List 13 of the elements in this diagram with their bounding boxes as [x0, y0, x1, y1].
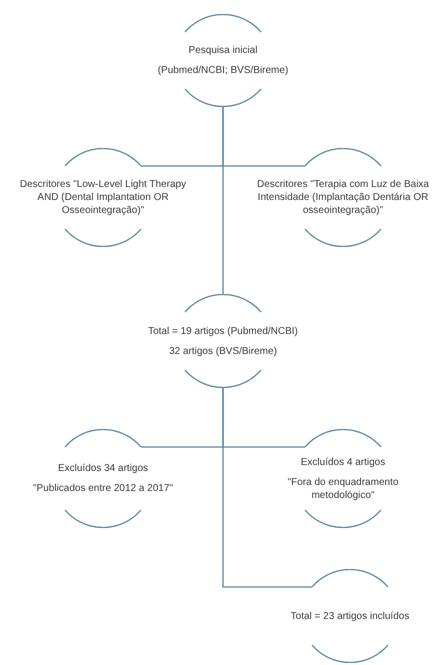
node-text: Descritores "Terapia com Luz de Baixa Intensidade (Implantação Dentária OR osseointegração)": [257, 178, 429, 217]
node-text: "Publicados entre 2012 a 2017": [33, 482, 173, 495]
node-text: Pesquisa inicial: [188, 44, 258, 57]
node-text: Excluídos 4 artigos: [300, 456, 386, 468]
node-text: 32 artigos (BVS/Bireme): [169, 344, 277, 358]
node-text: "Fora do enquadramento metodológico": [286, 476, 400, 502]
node-text: Excluídos 34 artigos: [58, 462, 148, 475]
node-text: (Pubmed/NCBI; BVS/Bireme): [158, 64, 288, 77]
node-text: Total = 23 artigos incluídos: [290, 610, 410, 622]
connector-line: [222, 107, 224, 294]
node-text: Descritores "Low-Level Light Therapy AND (Dental Implantation OR Osseointegração)": [19, 178, 187, 217]
node-text: Total = 19 artigos (Pubmed/NCBI): [148, 324, 298, 338]
connector-line: [222, 388, 312, 588]
